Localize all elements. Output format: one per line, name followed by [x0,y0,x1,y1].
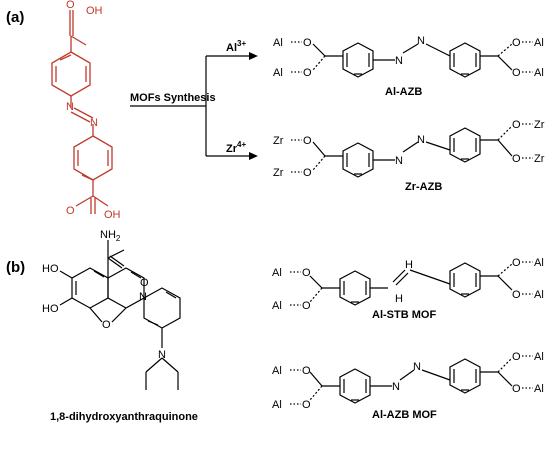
zr-azb-n-1: N [395,155,403,167]
al-azb-o-1: O [303,37,312,49]
bridge-o: O [102,319,111,331]
al-azb-mof-n-2: N [413,361,421,373]
al-azb-mof-o-1: O [302,365,311,377]
al-azb-mof-n-1: N [392,381,400,393]
lower-arrow-ion: Zr4+ [226,140,246,155]
zr-azb-o-2: O [303,167,312,179]
hydroxy-bottom: HO [42,303,59,315]
al-azb-mof-o-3: O [512,351,521,363]
zr-azb-zr-2: Zr [273,167,284,179]
upper-arrow-ion: Al3+ [226,39,246,54]
hydroxy-top: HO [42,263,59,275]
linker-bottom-oh: OH [104,209,121,221]
al-azb-o-2: O [303,67,312,79]
synthesis-arrows [130,55,252,157]
linker-top-o: O [66,0,75,11]
al-azb-mof-caption: Al-AZB MOF [372,409,437,421]
linker-n-lower: N [90,117,98,129]
al-stb-h-1: H [405,259,413,271]
amide-nh2: NH2 [100,229,121,243]
zr-azb-o-4: O [512,153,521,165]
al-azb-al-4: Al [534,67,544,79]
zr-azb-zr-3: Zr [534,119,545,131]
al-azb-mof-structure [290,355,533,405]
zr-azb-caption: Zr-AZB [405,181,442,193]
al-azb-mof-al-1: Al [272,365,282,377]
al-azb-structure [291,41,533,78]
panel-a-label: (a) [6,9,24,26]
linker-bottom-o: O [66,205,75,217]
zr-azb-zr-1: Zr [273,135,284,147]
al-azb-caption: Al-AZB [385,86,422,98]
al-stb-al-3: Al [534,257,544,269]
lower-arrowhead [249,152,258,160]
al-azb-mof-o-4: O [512,383,521,395]
al-azb-al-2: Al [273,67,283,79]
al-stb-al-1: Al [272,267,282,279]
al-azb-mof-al-2: Al [272,399,282,411]
zr-azb-structure [291,123,533,178]
zr-azb-o-1: O [303,135,312,147]
compound-name: 1,8-dihydroxyanthraquinone [50,411,198,423]
al-stb-o-1: O [302,267,311,279]
linker-azobenzene-dicarboxylic-acid [51,10,113,214]
al-azb-al-1: Al [273,37,283,49]
zr-azb-n-2: N [417,134,425,146]
mofs-synthesis-label: MOFs Synthesis [130,92,216,104]
al-azb-mof-al-4: Al [534,383,544,395]
al-stb-al-2: Al [272,300,282,312]
al-azb-mof-o-2: O [302,399,311,411]
amide-o: O [140,277,149,289]
al-azb-o-4: O [512,67,521,79]
al-stb-o-2: O [302,300,311,312]
al-azb-mof-al-3: Al [534,351,544,363]
linker-top-oh: OH [86,5,103,17]
al-stb-h-2: H [395,293,403,305]
ring-n: N [139,291,147,303]
al-azb-n-2: N [417,35,425,47]
dihydroxy-compound-structure [59,240,181,390]
al-stb-mof-structure [290,261,533,306]
al-azb-o-3: O [512,37,521,49]
linker-n-upper: N [66,101,74,113]
al-azb-al-3: Al [534,37,544,49]
al-stb-o-3: O [512,257,521,269]
zr-azb-zr-4: Zr [534,153,545,165]
amine-n: N [158,349,166,361]
al-stb-caption: Al-STB MOF [372,309,436,321]
zr-azb-o-3: O [512,119,521,131]
al-stb-al-4: Al [534,289,544,301]
al-stb-o-4: O [512,289,521,301]
al-azb-n-1: N [395,55,403,67]
panel-b-label: (b) [6,259,25,276]
upper-arrowhead [249,52,258,60]
